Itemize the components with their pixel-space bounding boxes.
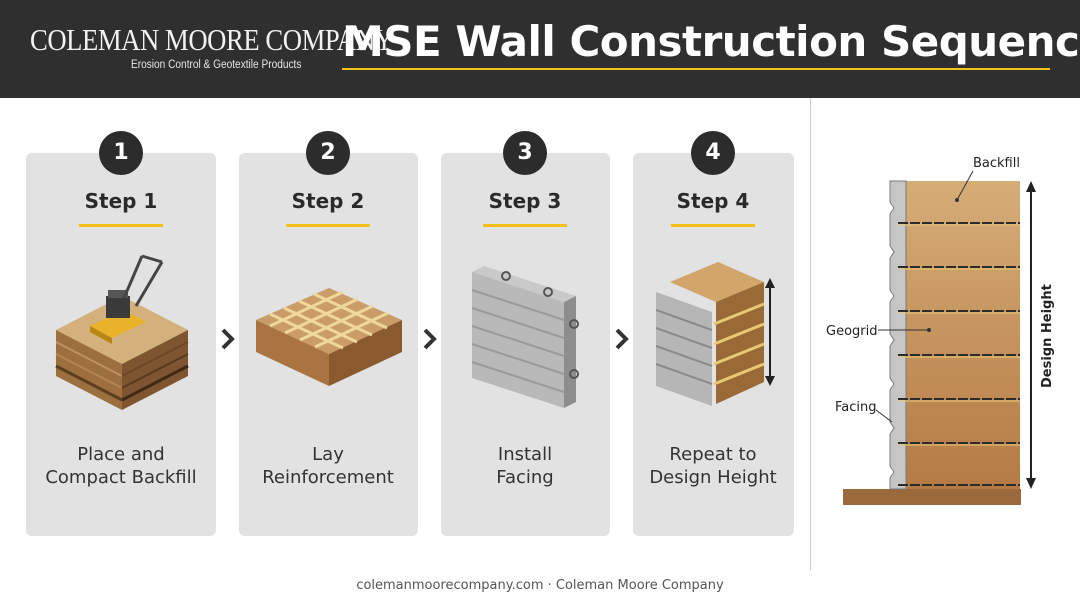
backfill-zone: [906, 181, 1020, 489]
chevron-right-icon: [423, 328, 437, 350]
header-bar: COLEMAN MOORE COMPANY Erosion Control & …: [0, 0, 1080, 98]
page-title: MSE Wall Construction Sequence: [342, 17, 1080, 66]
step-3-label: Step 3: [488, 189, 562, 213]
foundation: [843, 489, 1021, 505]
step-2-desc-line2: Reinforcement: [262, 467, 394, 488]
facing-panel-illustration: [471, 266, 579, 408]
step-3-desc-line1: Install: [497, 444, 553, 465]
step-3-desc-line2: Facing: [496, 467, 554, 488]
layered-wall-illustration: [655, 262, 775, 406]
company-tagline: Erosion Control & Geotextile Products: [131, 59, 302, 71]
step-1-number: 1: [99, 131, 143, 175]
step-2-label: Step 2: [291, 189, 365, 213]
step-1-desc-line2: Compact Backfill: [45, 467, 197, 488]
step-1-label: Step 1: [84, 189, 158, 213]
step-4-description: Repeat to Design Height: [618, 443, 808, 489]
section-divider: [810, 98, 811, 570]
step-4-desc-line2: Design Height: [649, 467, 777, 488]
step-3-number: 3: [503, 131, 547, 175]
step-2-desc-line1: Lay: [312, 444, 344, 465]
geogrid-layers: [898, 222, 1020, 486]
geogrid-illustration: [256, 288, 402, 386]
step-1-description: Place and Compact Backfill: [26, 443, 216, 489]
wall-cross-section: Backfill Geogrid Facing Design Height: [826, 156, 1055, 505]
company-name: COLEMAN MOORE COMPANY: [30, 22, 394, 57]
chevron-right-icon: [221, 328, 235, 350]
step-2-underline: [286, 224, 370, 227]
facing-label: Facing: [835, 400, 877, 415]
backfill-label: Backfill: [973, 156, 1020, 171]
step-4-desc-line1: Repeat to: [669, 444, 757, 465]
compactor-illustration: [55, 254, 189, 410]
chevron-right-icon: [615, 328, 629, 350]
footer-text: colemanmoorecompany.com · Coleman Moore …: [356, 578, 724, 593]
step-1-underline: [79, 224, 163, 227]
step-4-number: 4: [691, 131, 735, 175]
step-4-underline: [671, 224, 755, 227]
geogrid-label: Geogrid: [826, 324, 878, 339]
step-1-desc-line1: Place and: [77, 444, 165, 465]
step-3-description: Install Facing: [430, 443, 620, 489]
title-underline: [342, 68, 1050, 70]
step-2-number: 2: [306, 131, 350, 175]
company-logo: COLEMAN MOORE COMPANY Erosion Control & …: [30, 22, 394, 71]
step-3-underline: [483, 224, 567, 227]
step-2-description: Lay Reinforcement: [233, 443, 423, 489]
facing-wall: [889, 180, 907, 490]
design-height-label: Design Height: [1040, 284, 1055, 388]
step-4-label: Step 4: [676, 189, 750, 213]
